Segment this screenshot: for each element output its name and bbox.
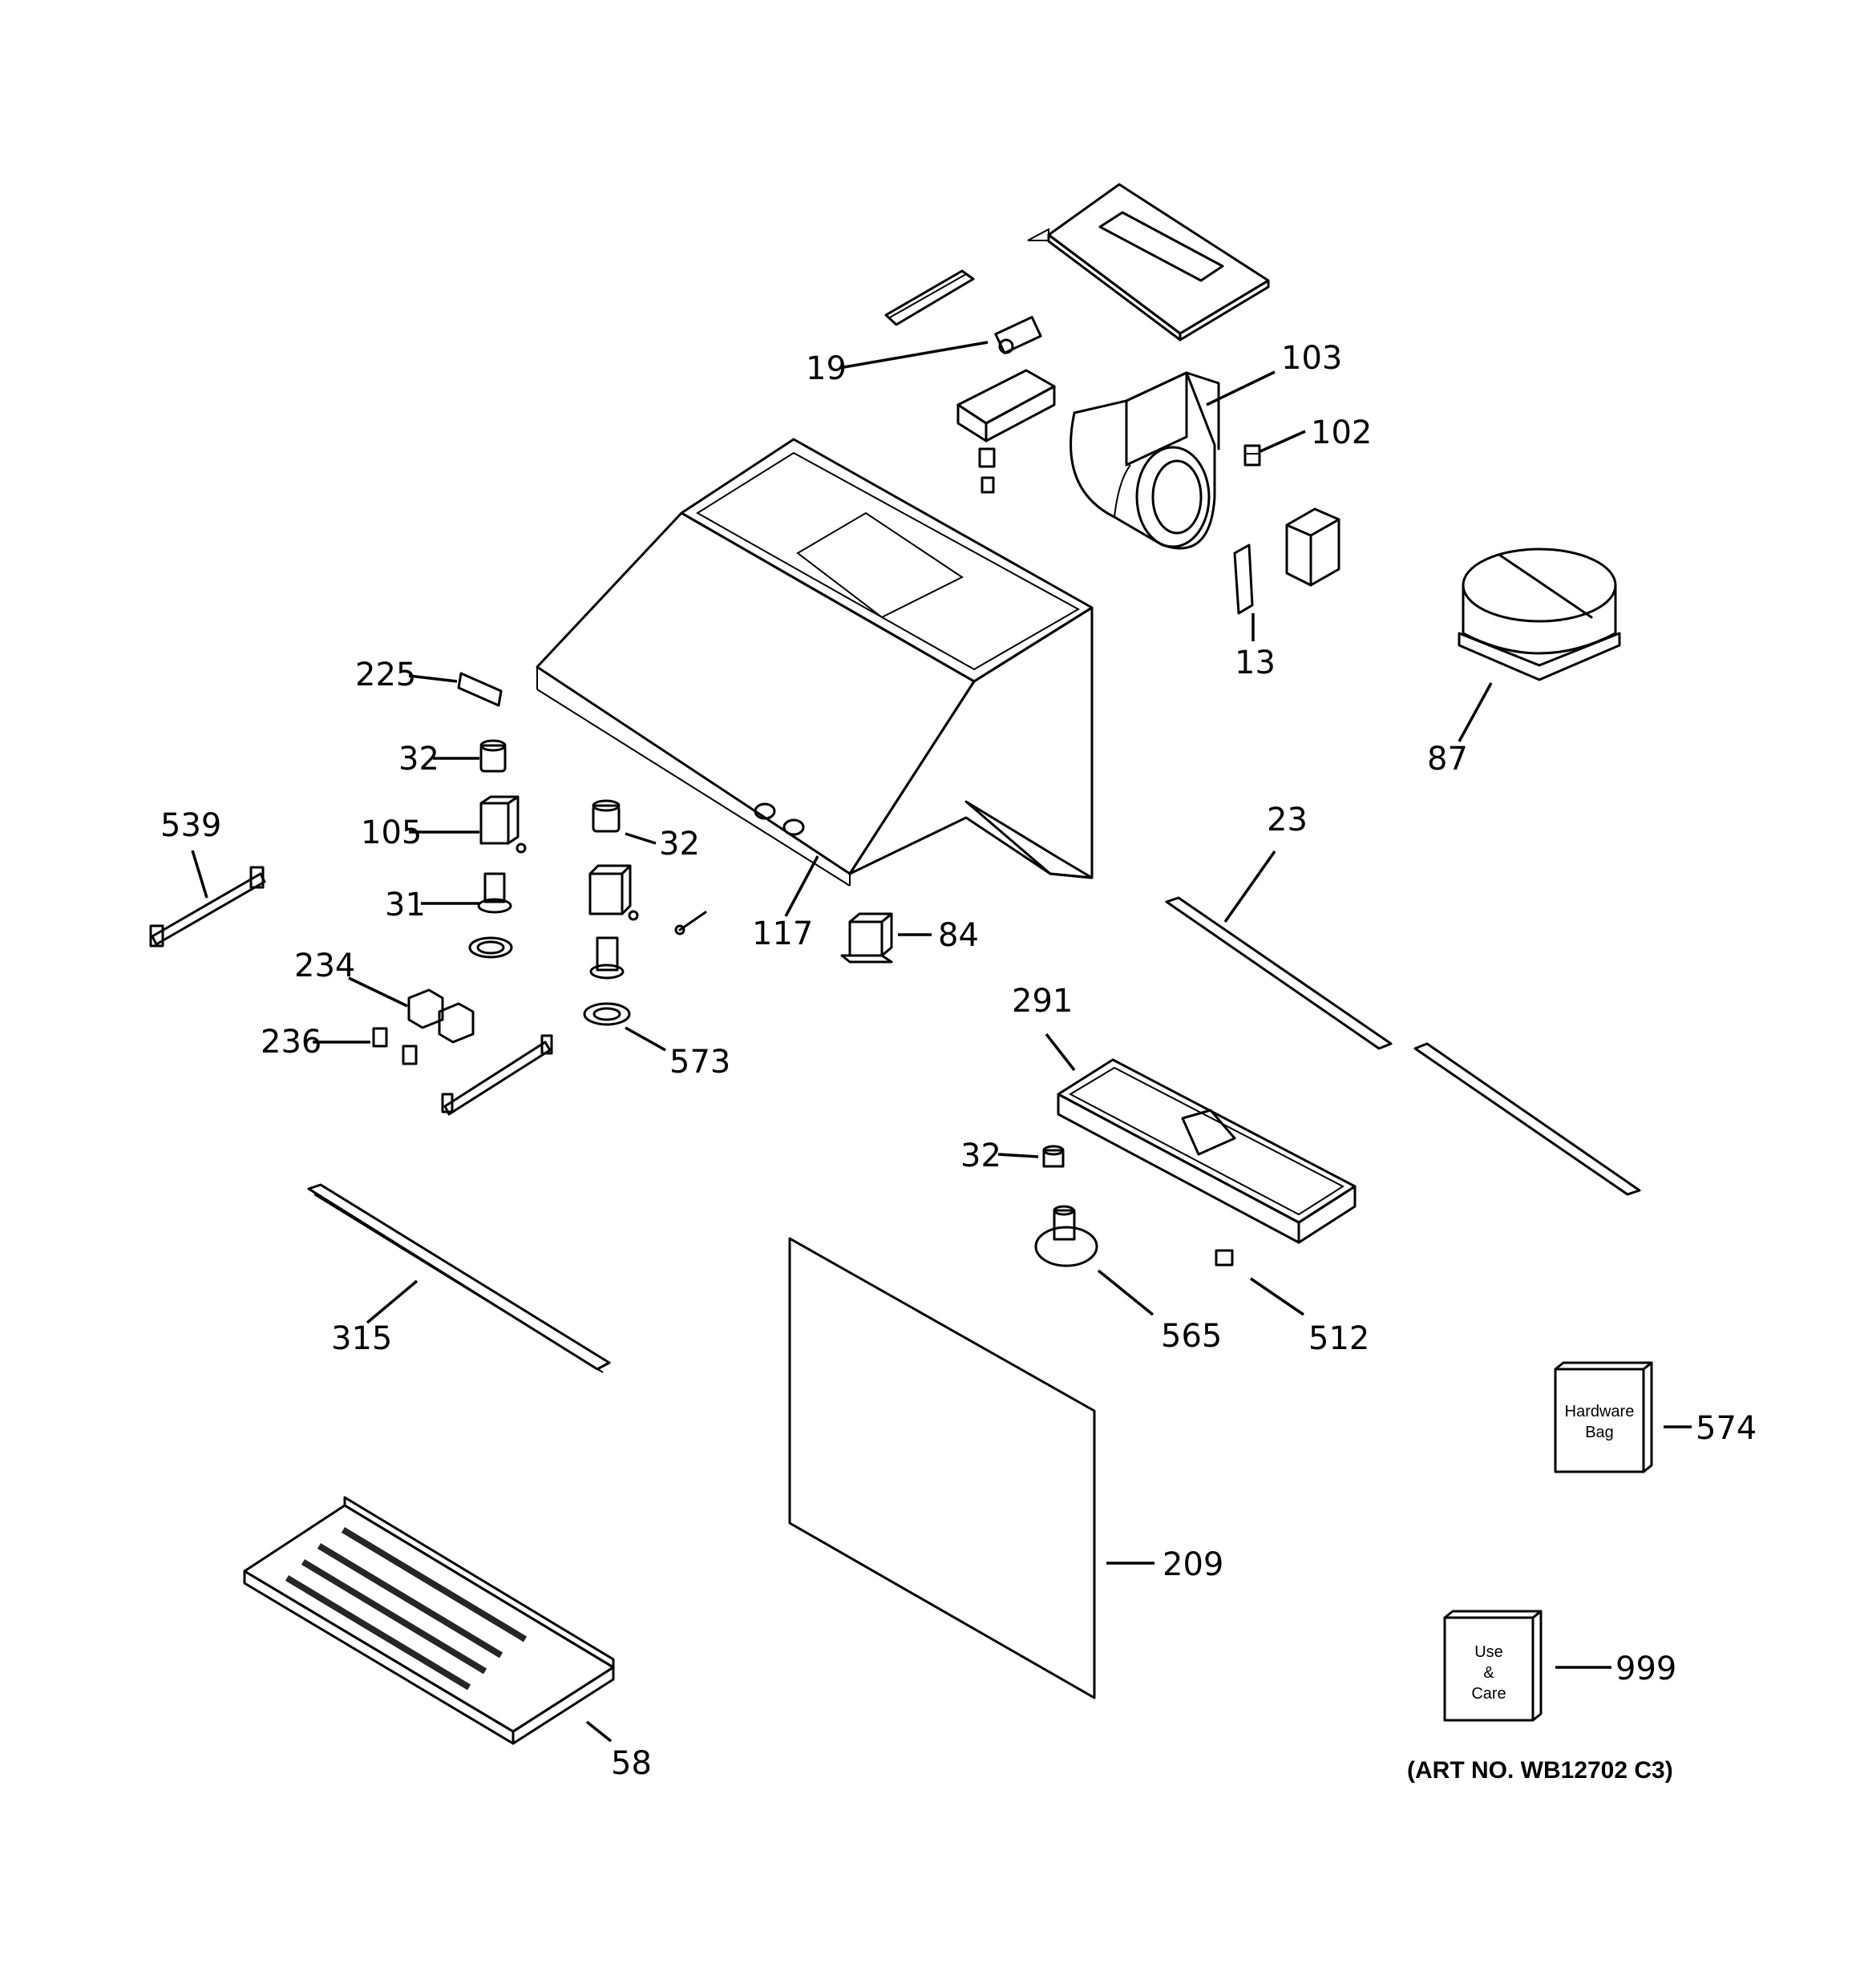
use-label-line2: & bbox=[1483, 1664, 1494, 1682]
vent-strip bbox=[884, 269, 975, 326]
callout-565: 565 bbox=[1161, 1318, 1222, 1355]
top-cover-plate bbox=[1027, 183, 1270, 341]
hardware-bag-box bbox=[1554, 1361, 1653, 1473]
callout-209: 209 bbox=[1162, 1546, 1223, 1583]
callout-19: 19 bbox=[806, 350, 847, 387]
knob-32 bbox=[479, 739, 507, 773]
hardware-label-line1: Hardware bbox=[1565, 1403, 1635, 1420]
damper-assembly bbox=[1458, 548, 1621, 681]
callout-225: 225 bbox=[355, 657, 416, 693]
callout-574: 574 bbox=[1696, 1410, 1757, 1447]
box-labels: Hardware Bag Use & Care bbox=[1471, 1403, 1634, 1703]
clip-102 bbox=[1243, 444, 1261, 467]
callout-31: 31 bbox=[385, 887, 426, 923]
relay-boxes bbox=[372, 988, 475, 1065]
callout-512: 512 bbox=[1308, 1320, 1369, 1357]
callout-291: 291 bbox=[1012, 983, 1073, 1020]
callout-234: 234 bbox=[294, 948, 355, 984]
callout-236: 236 bbox=[261, 1024, 321, 1061]
gasket-ring bbox=[468, 936, 513, 959]
electrical-box bbox=[1285, 507, 1340, 587]
callout-84: 84 bbox=[938, 917, 979, 954]
grease-filter-58 bbox=[243, 1496, 615, 1745]
callout-539: 539 bbox=[160, 807, 221, 844]
trim-315 bbox=[307, 1183, 611, 1373]
lamp-565 bbox=[1034, 1205, 1098, 1267]
callout-87: 87 bbox=[1427, 741, 1468, 778]
hardware-label-line2: Bag bbox=[1585, 1424, 1614, 1441]
knob-32-lower bbox=[1042, 1145, 1065, 1168]
use-and-care-box bbox=[1443, 1610, 1543, 1722]
callout-32-lower: 32 bbox=[960, 1137, 1001, 1174]
callout-32: 32 bbox=[398, 741, 439, 778]
lower-rail bbox=[441, 1034, 553, 1116]
callout-32-right: 32 bbox=[659, 826, 700, 863]
switch-105 bbox=[479, 795, 527, 854]
junction-bracket bbox=[956, 369, 1056, 442]
rail-539 bbox=[149, 866, 266, 948]
lamp-socket bbox=[589, 936, 625, 980]
clip-512 bbox=[1215, 1249, 1234, 1267]
knob-32-right bbox=[592, 799, 621, 833]
callout-13: 13 bbox=[1235, 644, 1276, 681]
switch-right bbox=[588, 864, 639, 921]
callout-23: 23 bbox=[1267, 802, 1308, 838]
callout-58: 58 bbox=[611, 1745, 652, 1782]
cover-plate-13 bbox=[1233, 543, 1254, 615]
callout-102: 102 bbox=[1311, 414, 1372, 451]
hood-body bbox=[536, 438, 1094, 887]
transformer-84 bbox=[840, 912, 893, 964]
callout-315: 315 bbox=[331, 1320, 392, 1357]
art-number: (ART NO. WB12702 C3) bbox=[1407, 1757, 1673, 1784]
callout-999: 999 bbox=[1615, 1651, 1676, 1687]
connector-part bbox=[994, 316, 1042, 354]
clip-parts bbox=[978, 447, 996, 494]
use-label-line1: Use bbox=[1474, 1643, 1503, 1661]
back-panel-209 bbox=[788, 1237, 1096, 1699]
callout-573: 573 bbox=[669, 1044, 730, 1081]
label-strip bbox=[457, 672, 503, 707]
blower-housing bbox=[1070, 371, 1220, 550]
callout-labels: 19 103 102 13 87 225 32 105 31 539 32 11… bbox=[160, 340, 1757, 1782]
switch-31 bbox=[477, 872, 512, 914]
screw-part bbox=[674, 911, 707, 935]
use-label-line3: Care bbox=[1471, 1685, 1506, 1703]
leader-lines bbox=[191, 341, 1692, 1743]
callout-105: 105 bbox=[361, 814, 422, 851]
light-housing-291 bbox=[1057, 1058, 1357, 1244]
callout-117: 117 bbox=[752, 915, 813, 952]
callout-103: 103 bbox=[1281, 340, 1342, 377]
ring-573 bbox=[583, 1002, 631, 1026]
filter-23 bbox=[1165, 896, 1641, 1196]
